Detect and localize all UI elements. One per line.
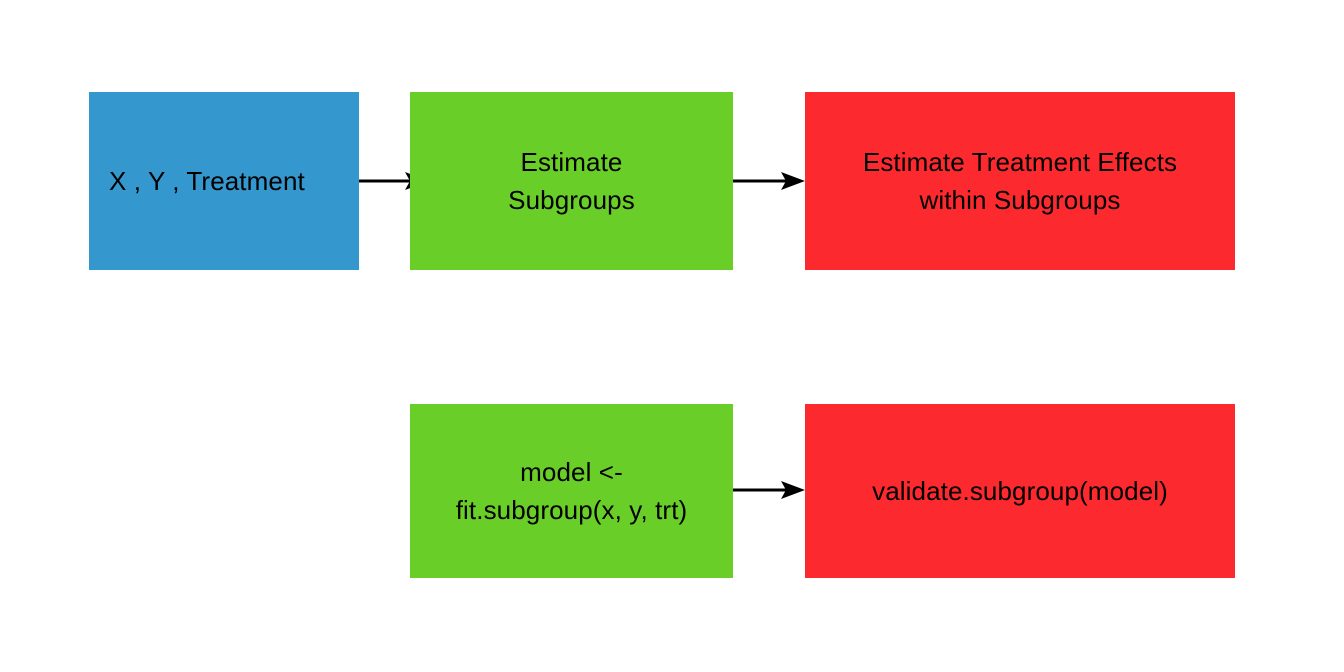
arrow-subgroups-to-effects (733, 172, 805, 190)
node-estimate-treatment-effects[interactable]: Estimate Treatment Effects within Subgro… (805, 92, 1235, 270)
node-estimate-subgroups[interactable]: Estimate Subgroups (410, 92, 733, 270)
node-data-inputs-label: X , Y , Treatment (109, 165, 305, 196)
node-validate-subgroup-code[interactable]: validate.subgroup(model) (805, 404, 1235, 578)
node-data-inputs[interactable]: X , Y , Treatment (89, 92, 359, 270)
node-fit-subgroup-code[interactable]: model <- fit.subgroup(x, y, trt) (410, 404, 733, 578)
arrow-head (781, 172, 805, 190)
node-estimate-treatment-effects-label: Estimate Treatment Effects within Subgro… (862, 146, 1178, 215)
arrow-fit-to-validate (733, 481, 805, 499)
node-validate-subgroup-code-label: validate.subgroup(model) (872, 475, 1168, 506)
node-estimate-subgroups-label: Estimate Subgroups (508, 146, 635, 215)
node-fit-subgroup-code-label: model <- fit.subgroup(x, y, trt) (455, 456, 688, 525)
arrow-head (781, 481, 805, 499)
